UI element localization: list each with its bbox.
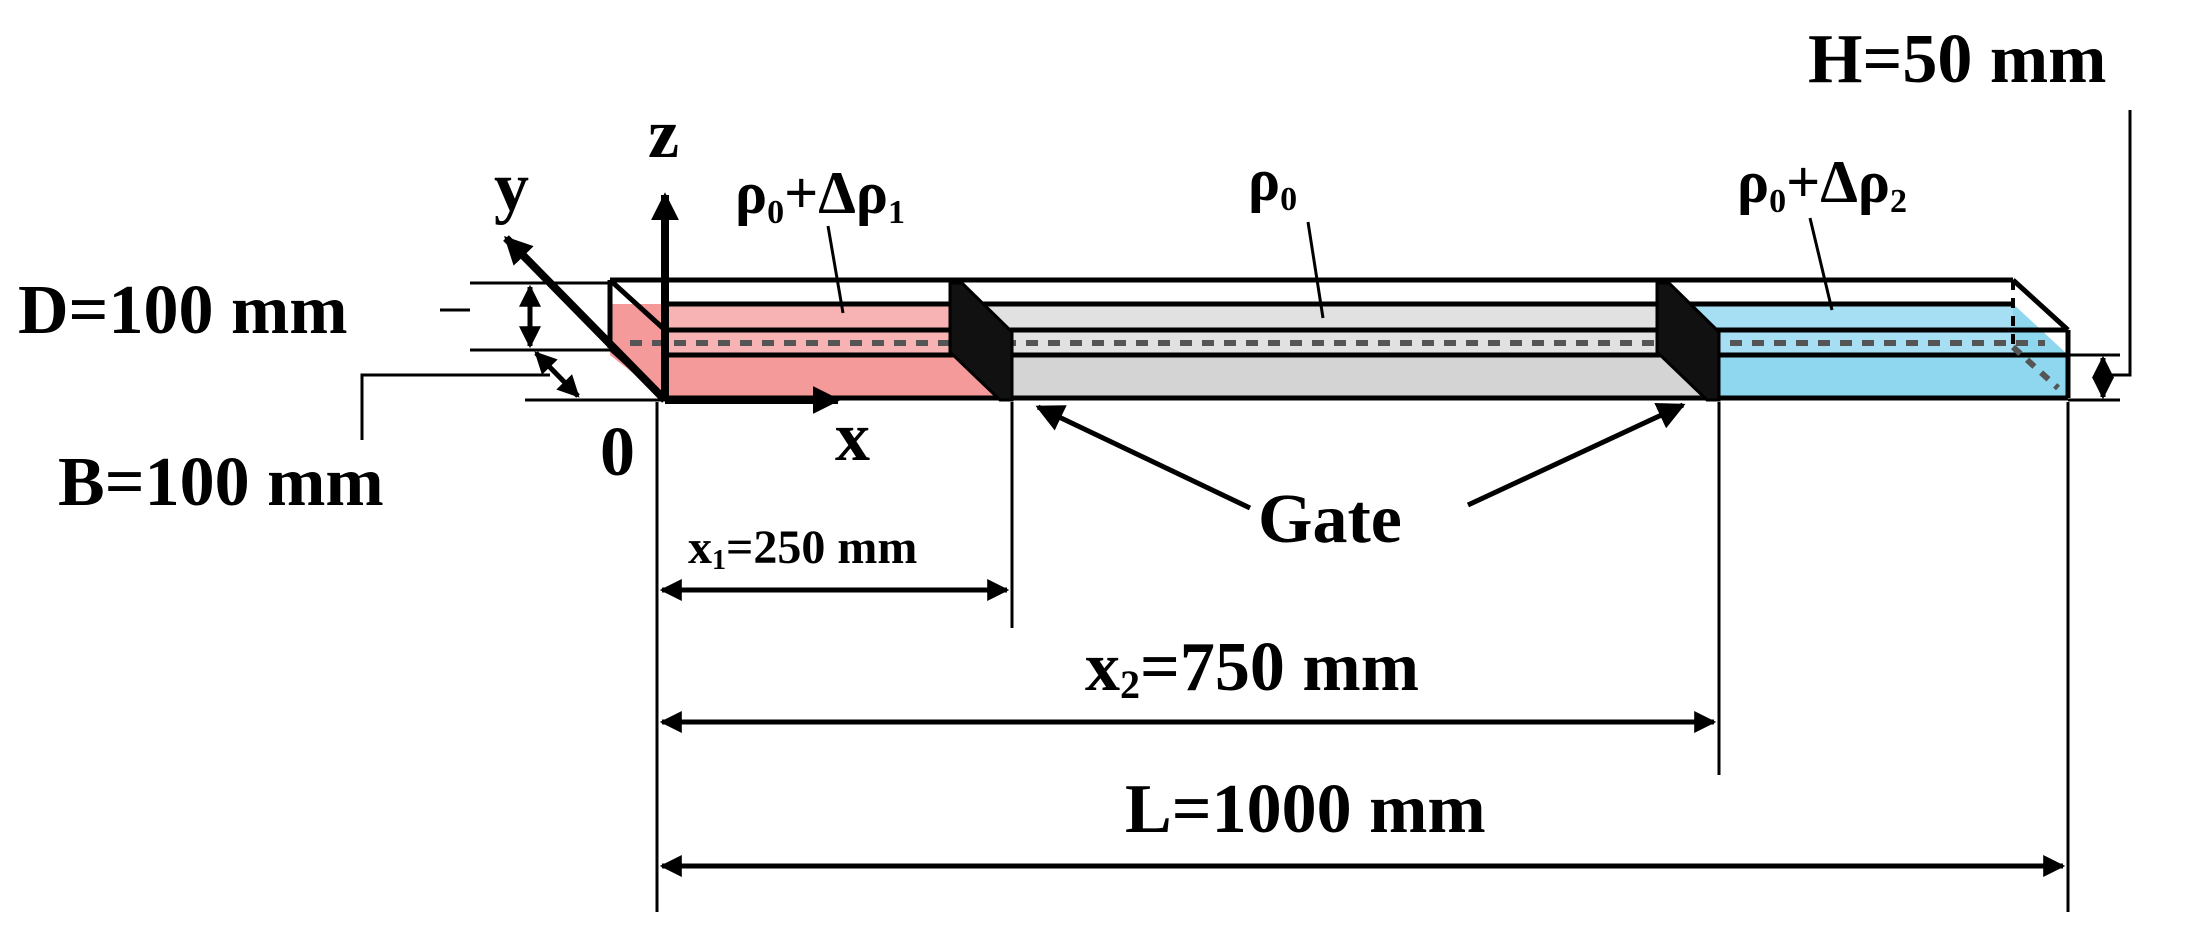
x2-label: x2=750 mm [1085,629,1419,707]
svg-text:ρ0+Δρ1: ρ0+Δρ1 [735,160,905,231]
y-axis-arrow [503,235,668,403]
region-right-leader [1808,217,1834,311]
region-right-label: ρ0+Δρ2 [1737,149,1907,220]
axis-z-label: z [648,96,679,173]
depth-label: D=100 mm [18,272,348,349]
tank-outline [607,277,2071,401]
x1-label: x1=250 mm [688,521,917,576]
height-label: H=50 mm [1808,21,2106,98]
axis-y-label: y [494,149,529,226]
origin-label: 0 [600,414,635,491]
width-leader [360,373,550,440]
width-label: B=100 mm [58,444,384,521]
region-middle-label: ρ0 [1248,147,1297,218]
region-left-label: ρ0+Δρ1 [735,160,905,231]
svg-text:ρ0+Δρ2: ρ0+Δρ2 [1737,149,1907,220]
width-dim-arrow [534,351,580,398]
svg-text:ρ0: ρ0 [1248,147,1297,218]
region-middle-fluid [955,304,1717,398]
region-middle-leader [1306,221,1325,319]
gate-1 [948,281,1014,402]
length-label: L=1000 mm [1125,771,1486,848]
gate-2-arrow [1466,402,1686,508]
gate-1-arrow [1035,404,1252,511]
gate-label: Gate [1258,481,1402,558]
region-left-leader [826,225,845,314]
region-right-fluid [1662,304,2068,398]
height-leader [2098,110,2132,377]
axis-x-label: x [835,399,870,476]
gate-2 [1655,281,1721,402]
